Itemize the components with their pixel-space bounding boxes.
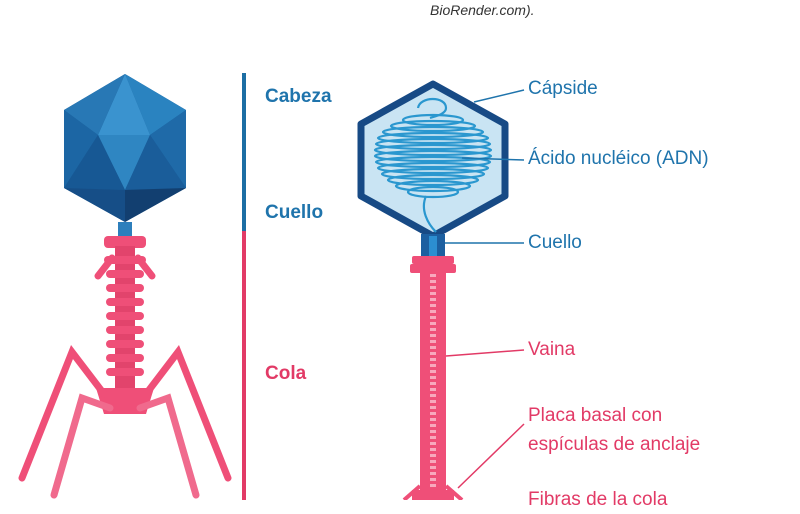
label-neck: Cuello	[528, 232, 582, 253]
scale-bar-blue-segment	[242, 73, 246, 231]
label-base-plate-line2: espículas de anclaje	[528, 434, 701, 455]
region-label-head: Cabeza	[265, 86, 332, 107]
leader-nucleic-acid	[461, 157, 525, 161]
region-label-tail: Cola	[265, 363, 307, 384]
leader-base-plate	[457, 423, 525, 489]
label-sheath: Vaina	[528, 339, 576, 360]
leader-lines	[445, 89, 525, 489]
phage-3d-illustration	[18, 74, 232, 499]
label-nucleic-acid: Ácido nucléico (ADN)	[528, 148, 709, 169]
leader-sheath	[445, 349, 525, 357]
phage-3d-tail-fibers	[18, 254, 232, 499]
label-tail-fibers: Fibras de la cola	[528, 489, 668, 510]
label-base-plate-line1: Placa basal con	[528, 405, 663, 426]
phage-3d-head	[64, 74, 186, 222]
bacteriophage-diagram	[18, 73, 525, 500]
phage-3d-collar	[118, 222, 132, 236]
schematic-neck	[421, 234, 445, 256]
region-scale-bar	[242, 73, 246, 500]
phage-schematic	[357, 80, 509, 500]
schematic-base-plate	[402, 484, 464, 500]
label-capsid: Cápside	[528, 78, 598, 99]
schematic-dna-coil	[373, 97, 493, 233]
region-label-neck: Cuello	[265, 202, 324, 223]
scale-bar-pink-segment	[242, 231, 246, 500]
source-caption: BioRender.com).	[430, 2, 535, 18]
leader-capsid	[473, 89, 525, 103]
schematic-tail-sheath	[410, 256, 456, 500]
